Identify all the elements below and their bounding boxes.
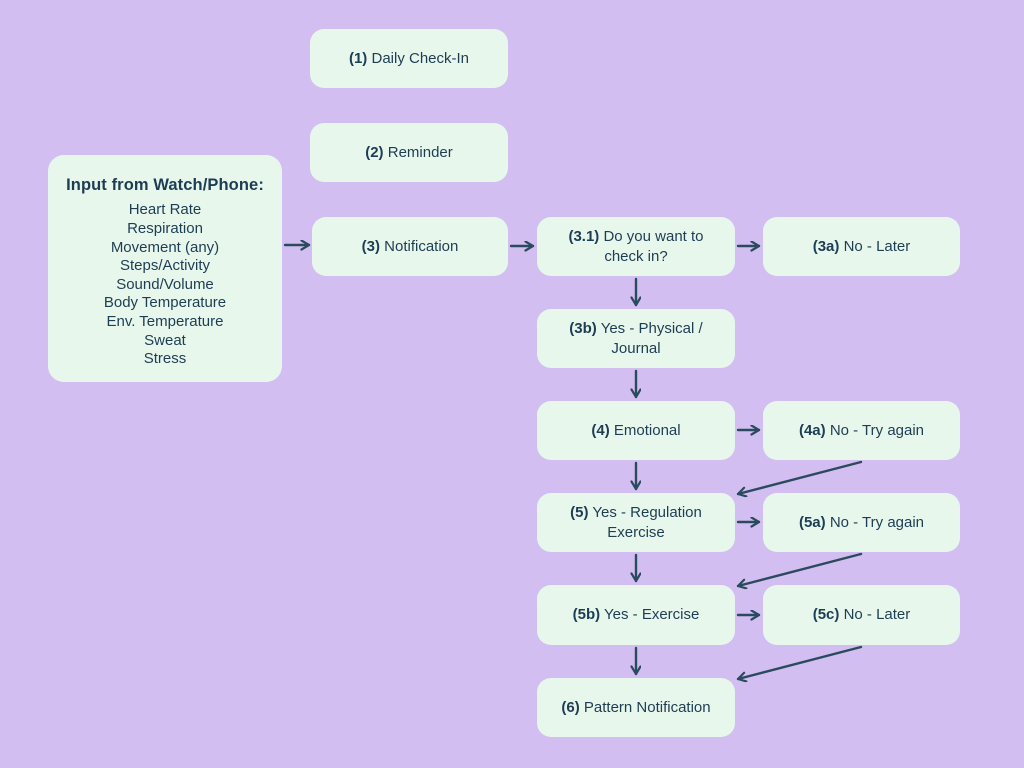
input-item: Env. Temperature: [106, 313, 224, 330]
node-label: (5a) No - Try again: [798, 513, 925, 531]
node-5c[interactable]: (5c) No - Later: [763, 585, 960, 645]
edge-5a-to-5b: [736, 552, 863, 586]
node-label: (2) Reminder: [365, 143, 453, 161]
node-label: (5b) Yes - Exercise: [572, 606, 700, 624]
input-item: Heart Rate: [128, 201, 202, 219]
input-title: Input from Watch/Phone:: [66, 176, 264, 194]
node-label: (3a) No - Later: [812, 237, 911, 255]
node-label: (4) Emotional: [591, 421, 681, 439]
node-3.1[interactable]: (3.1) Do you want to check in?: [537, 217, 735, 276]
node-5a[interactable]: (5a) No - Try again: [763, 493, 960, 552]
node-5b[interactable]: (5b) Yes - Exercise: [537, 585, 735, 645]
edge-4a-to-5: [736, 460, 863, 494]
node-label: (3b) Yes - Physical / Journal: [569, 320, 703, 357]
input-item: Respiration: [127, 220, 203, 238]
node-3[interactable]: (3) Notification: [312, 217, 508, 276]
node-label: (4a) No - Try again: [798, 421, 925, 439]
node-4a[interactable]: (4a) No - Try again: [763, 401, 960, 460]
node-3b[interactable]: (3b) Yes - Physical / Journal: [537, 309, 735, 368]
input-item: Movement (any): [110, 238, 220, 256]
node-label: (5) Yes - Regulation Exercise: [570, 504, 702, 541]
node-input[interactable]: Input from Watch/Phone: Heart Rate Respi…: [48, 155, 282, 382]
node-label: (6) Pattern Notification: [561, 698, 711, 716]
node-1[interactable]: (1) Daily Check-In: [310, 29, 508, 88]
input-item: Sweat: [144, 331, 186, 349]
node-label: (3) Notification: [361, 237, 459, 255]
node-label: (5c) No - Later: [812, 606, 911, 624]
node-label: (3.1) Do you want to check in?: [568, 228, 704, 265]
node-4[interactable]: (4) Emotional: [537, 401, 735, 460]
node-2[interactable]: (2) Reminder: [310, 123, 508, 182]
node-6[interactable]: (6) Pattern Notification: [537, 678, 735, 737]
node-label: (1) Daily Check-In: [348, 49, 470, 67]
input-item: Steps/Activity: [119, 257, 211, 275]
node-3a[interactable]: (3a) No - Later: [763, 217, 960, 276]
node-5[interactable]: (5) Yes - Regulation Exercise: [537, 493, 735, 552]
edge-5c-to-6: [736, 645, 863, 679]
input-item: Stress: [143, 350, 187, 368]
input-item: Body Temperature: [103, 294, 227, 312]
input-item: Sound/Volume: [116, 275, 214, 293]
